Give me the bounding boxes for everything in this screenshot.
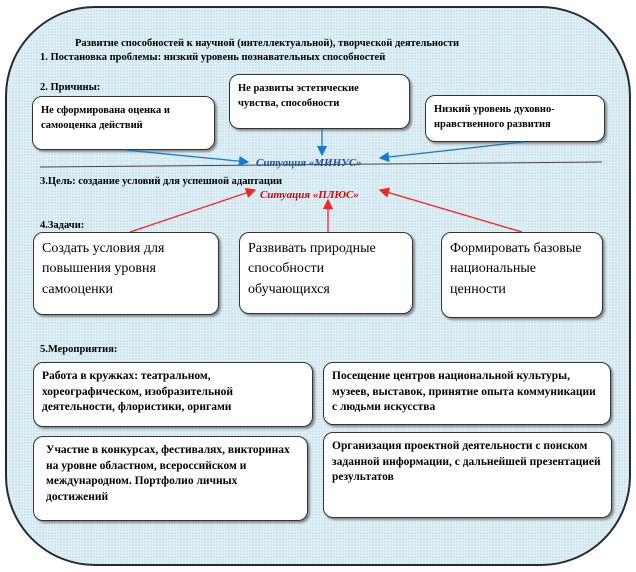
task-box-1: Создать условия для повышения уровня сам… — [33, 232, 219, 315]
arrow-cause-3 — [378, 141, 524, 163]
situation-minus-label: Ситуация «МИНУС» — [256, 157, 362, 169]
diagram-title: Развитие способностей к научной (интелле… — [75, 38, 460, 49]
event-box-2: Посещение центров национальной культуры,… — [323, 362, 611, 425]
cause-box-2: Не развиты эстетические чувства, способн… — [229, 74, 410, 129]
event-box-1: Работа в кружках: театральном, хореограф… — [33, 362, 313, 427]
task-box-3: Формировать базовые национальные ценност… — [441, 232, 603, 318]
event-box-4: Организация проектной деятельности с пои… — [323, 432, 612, 518]
causes-heading: 2. Причины: — [40, 82, 101, 93]
cause-box-3: Низкий уровень духовно-нравственного раз… — [425, 95, 605, 142]
cause-box-1: Не сформирована оценка и самооценка дейс… — [32, 96, 215, 150]
problem-statement: 1. Постановка проблемы: низкий уровень п… — [40, 52, 386, 63]
situation-plus-label: Ситуация «ПЛЮС» — [260, 189, 359, 201]
event-box-3: Участие в конкурсах, фестивалях, виктори… — [33, 436, 308, 521]
tasks-heading: 4.Задачи: — [40, 220, 85, 231]
arrow-cause-1 — [124, 149, 250, 167]
goal-statement: 3.Цель: создание условий для успешной ад… — [40, 176, 283, 187]
divider-line — [39, 161, 603, 168]
events-heading: 5.Мероприятия: — [40, 344, 118, 355]
arrow-task-1 — [129, 187, 257, 233]
arrow-task-3 — [378, 187, 523, 233]
task-box-2: Развивать природные способности обучающи… — [239, 232, 413, 314]
